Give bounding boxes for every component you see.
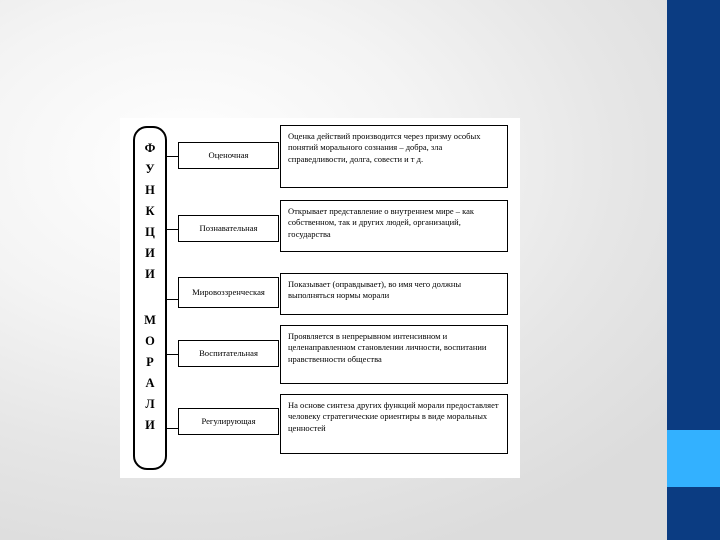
bracket-letter: Ф: [144, 141, 156, 155]
bracket-letter: И: [145, 418, 155, 432]
bracket-letter: Н: [145, 183, 155, 197]
bracket-letter: У: [145, 162, 155, 176]
vertical-title-letters: Ф У Н К Ц И И М О Р А Л И: [133, 126, 167, 470]
function-description-text: Показывает (оправдывает), во имя чего до…: [288, 279, 462, 301]
function-name-box-3[interactable]: Мировоззренческая: [178, 277, 279, 308]
function-name-label: Оценочная: [208, 150, 249, 160]
bracket-letter: К: [145, 204, 155, 218]
function-description-box-1: Оценка действий производится через призм…: [280, 125, 508, 188]
function-description-text: Проявляется в непрерывном интенсивном и …: [288, 331, 487, 364]
bracket-connector-line: [167, 156, 178, 157]
diagram-card: Ф У Н К Ц И И М О Р А Л И Оценочная Оц: [120, 118, 520, 478]
function-description-box-2: Открывает представление о внутреннем мир…: [280, 200, 508, 252]
function-description-box-4: Проявляется в непрерывном интенсивном и …: [280, 325, 508, 384]
bracket-letter: А: [145, 376, 155, 390]
function-name-label: Познавательная: [199, 223, 258, 233]
function-name-box-1[interactable]: Оценочная: [178, 142, 279, 169]
function-name-box-4[interactable]: Воспитательная: [178, 340, 279, 367]
bracket-letter: М: [144, 313, 156, 327]
bracket-connector-line: [167, 229, 178, 230]
function-description-box-3: Показывает (оправдывает), во имя чего до…: [280, 273, 508, 315]
right-bar-light-block: [667, 430, 720, 487]
bracket-connector-line: [167, 299, 178, 300]
bracket-letter: И: [145, 246, 155, 260]
vertical-bracket: [133, 126, 167, 470]
bracket-connector-line: [167, 354, 178, 355]
bracket-connector-line: [167, 428, 178, 429]
bracket-letter: И: [145, 267, 155, 281]
right-accent-bar: [667, 0, 720, 540]
bracket-letter: Л: [145, 397, 155, 411]
function-name-label: Воспитательная: [199, 348, 258, 358]
function-description-text: Открывает представление о внутреннем мир…: [288, 206, 475, 239]
function-description-text: Оценка действий производится через призм…: [288, 131, 481, 164]
function-description-text: На основе синтеза других функций морали …: [288, 400, 499, 433]
functions-of-morality-diagram: Ф У Н К Ц И И М О Р А Л И Оценочная Оц: [120, 118, 520, 478]
function-name-box-5[interactable]: Регулирующая: [178, 408, 279, 435]
function-name-box-2[interactable]: Познавательная: [178, 215, 279, 242]
function-description-box-5: На основе синтеза других функций морали …: [280, 394, 508, 454]
bracket-letter: О: [145, 334, 155, 348]
function-name-label: Мировоззренческая: [192, 287, 265, 297]
function-name-label: Регулирующая: [201, 416, 256, 426]
bracket-letter: Р: [146, 355, 154, 369]
bracket-letter: Ц: [145, 225, 155, 239]
